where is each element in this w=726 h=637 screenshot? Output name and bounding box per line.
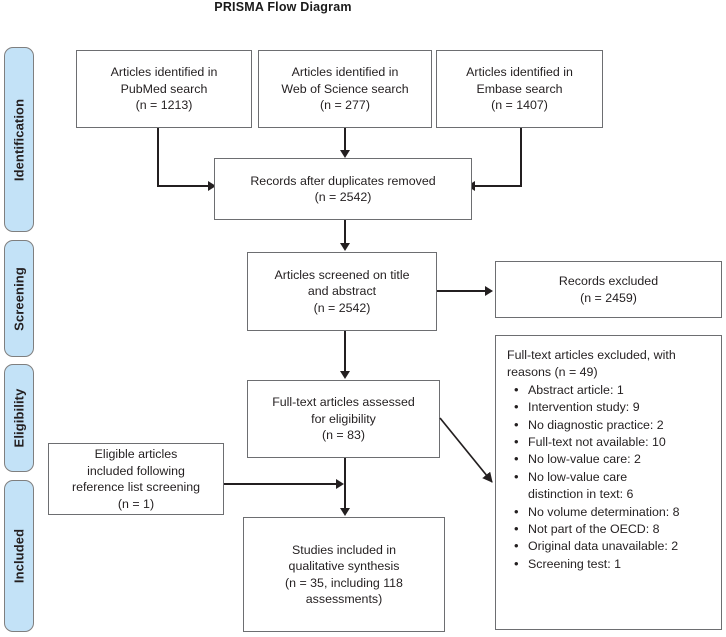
box-articles-screened: Articles screened on title and abstract … xyxy=(247,252,437,331)
stage-label-eligibility: Eligibility xyxy=(4,364,34,472)
list-item: Intervention study: 9 xyxy=(514,398,713,416)
stage-label-eligibility-text: Eligibility xyxy=(11,388,27,448)
connector-pubmed-right xyxy=(157,185,214,187)
box-studies-included: Studies included in qualitative synthesi… xyxy=(243,517,445,632)
connector-fulltext-down xyxy=(344,458,346,510)
box-pubmed-search-text: Articles identified in PubMed search (n … xyxy=(110,65,218,113)
list-item: Not part of the OECD: 8 xyxy=(514,520,713,538)
stage-label-included-text: Included xyxy=(11,528,27,584)
arrow-into-records-excluded xyxy=(485,286,493,296)
connector-screened-down xyxy=(344,331,346,373)
list-item: No low-value care: 2 xyxy=(514,450,713,468)
connector-duplicates-down xyxy=(344,220,346,244)
box-records-excluded-text: Records excluded (n = 2459) xyxy=(558,274,659,305)
list-item: Abstract article: 1 xyxy=(514,381,713,399)
arrow-into-duplicates-top xyxy=(340,150,350,158)
box-pubmed-search: Articles identified in PubMed search (n … xyxy=(76,50,252,128)
box-fulltext-assessed-text: Full-text articles assessed for eligibil… xyxy=(272,395,415,443)
stage-label-screening-text: Screening xyxy=(11,266,27,331)
box-articles-screened-text: Articles screened on title and abstract … xyxy=(274,267,410,315)
list-item: Original data unavailable: 2 xyxy=(514,537,713,555)
connector-embase-left xyxy=(472,185,522,187)
exclusion-reasons-heading: Full-text articles excluded, with reason… xyxy=(507,348,676,380)
arrow-into-exclusion-reasons xyxy=(439,417,493,483)
stage-label-identification-text: Identification xyxy=(11,98,27,181)
list-item: Full-text not available: 10 xyxy=(514,433,713,451)
page-title: PRISMA Flow Diagram xyxy=(214,0,352,14)
stage-label-screening: Screening xyxy=(4,240,34,357)
box-web-of-science-search-text: Articles identified in Web of Science se… xyxy=(281,65,409,113)
connector-wos-down xyxy=(344,128,346,151)
box-records-excluded: Records excluded (n = 2459) xyxy=(495,261,722,318)
list-item: No diagnostic practice: 2 xyxy=(514,416,713,434)
box-web-of-science-search: Articles identified in Web of Science se… xyxy=(258,50,432,128)
connector-embase-down xyxy=(520,128,522,186)
arrow-into-studies-included xyxy=(340,508,350,516)
arrow-into-duplicates-left xyxy=(208,181,216,191)
box-studies-included-text: Studies included in qualitative synthesi… xyxy=(285,542,403,607)
connector-eligible-right xyxy=(224,483,341,485)
box-eligible-articles-reference-screening: Eligible articles included following ref… xyxy=(48,443,224,515)
arrow-into-screened xyxy=(340,243,350,251)
connector-screened-to-excluded xyxy=(437,290,487,292)
exclusion-reasons-list: Abstract article: 1 Intervention study: … xyxy=(507,381,713,573)
list-item: Screening test: 1 xyxy=(514,555,713,573)
box-eligible-articles-reference-screening-text: Eligible articles included following ref… xyxy=(71,447,201,511)
arrow-into-fulltext-assessed xyxy=(340,371,350,379)
box-exclusion-reasons: Full-text articles excluded, with reason… xyxy=(495,335,722,630)
box-fulltext-assessed: Full-text articles assessed for eligibil… xyxy=(247,380,440,458)
box-embase-search-text: Articles identified in Embase search (n … xyxy=(466,65,573,113)
stage-label-included: Included xyxy=(4,480,34,632)
connector-pubmed-down xyxy=(157,128,159,186)
arrow-into-trunk xyxy=(336,479,344,489)
box-records-after-duplicates-removed-text: Records after duplicates removed (n = 25… xyxy=(250,173,436,205)
stage-label-identification: Identification xyxy=(4,47,34,232)
box-records-after-duplicates-removed: Records after duplicates removed (n = 25… xyxy=(214,158,472,220)
box-embase-search: Articles identified in Embase search (n … xyxy=(436,50,603,128)
list-item: No volume determination: 8 xyxy=(514,503,713,521)
list-item: No low-value care distinction in text: 6 xyxy=(514,468,713,504)
